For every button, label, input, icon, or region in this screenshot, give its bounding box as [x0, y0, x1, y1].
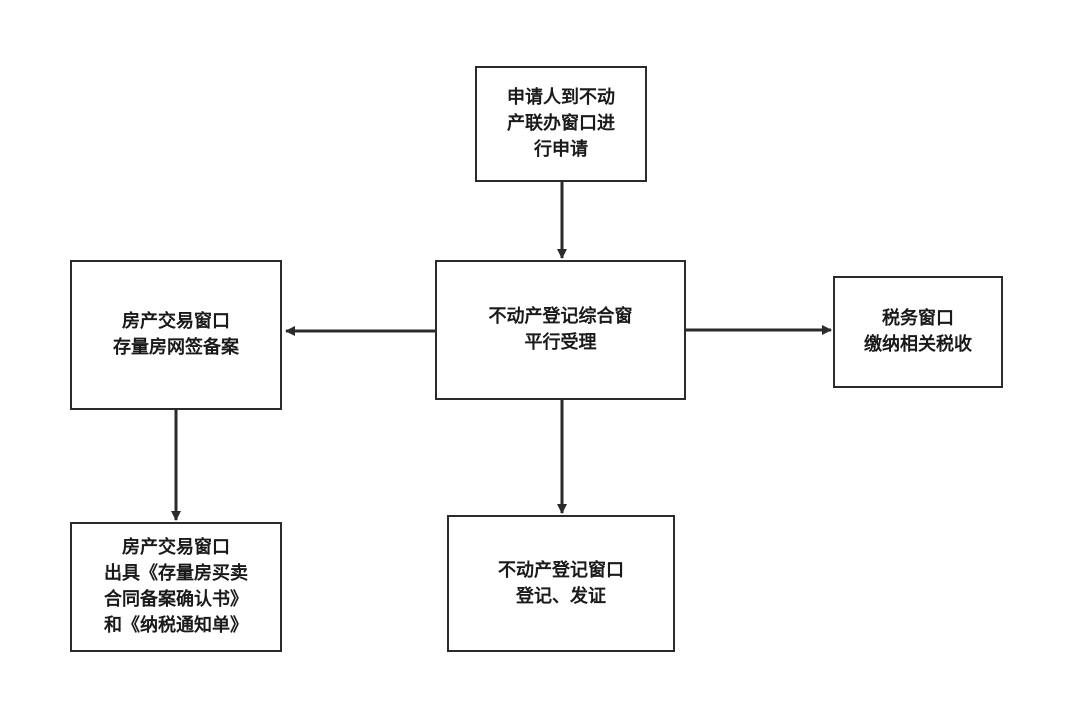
node-housing-left-line-1: 房产交易窗口 [122, 311, 230, 332]
node-housing-bottom: 房产交易窗口 出具《存量房买卖 合同备案确认书》 和《纳税通知单》 [70, 522, 282, 652]
node-housing-bottom-line-4: 和《纳税通知单》 [104, 615, 248, 636]
node-housing-bottom-line-1: 房产交易窗口 [122, 537, 230, 558]
node-applicant-line-2: 产联办窗口进 [507, 113, 615, 134]
node-registry-line-2: 登记、发证 [516, 585, 606, 607]
node-housing-left-line-2: 存量房网签备案 [113, 337, 239, 358]
node-center: 不动产登记综合窗 平行受理 [435, 260, 686, 400]
node-tax-line-1: 税务窗口 [882, 308, 954, 329]
node-registry: 不动产登记窗口 登记、发证 [447, 515, 675, 652]
node-registry-line-1: 不动产登记窗口 [498, 559, 624, 581]
node-applicant-line-3: 行申请 [534, 139, 588, 160]
node-center-line-2: 平行受理 [524, 332, 597, 353]
node-housing-left: 房产交易窗口 存量房网签备案 [70, 260, 282, 410]
node-tax-line-2: 缴纳相关税收 [864, 334, 972, 355]
node-applicant-line-1: 申请人到不动 [507, 87, 615, 108]
node-housing-bottom-line-2: 出具《存量房买卖 [104, 563, 248, 584]
node-tax: 税务窗口 缴纳相关税收 [833, 276, 1003, 388]
node-housing-bottom-line-3: 合同备案确认书》 [104, 589, 248, 610]
node-center-line-1: 不动产登记综合窗 [488, 306, 633, 327]
node-applicant: 申请人到不动 产联办窗口进 行申请 [475, 66, 647, 182]
